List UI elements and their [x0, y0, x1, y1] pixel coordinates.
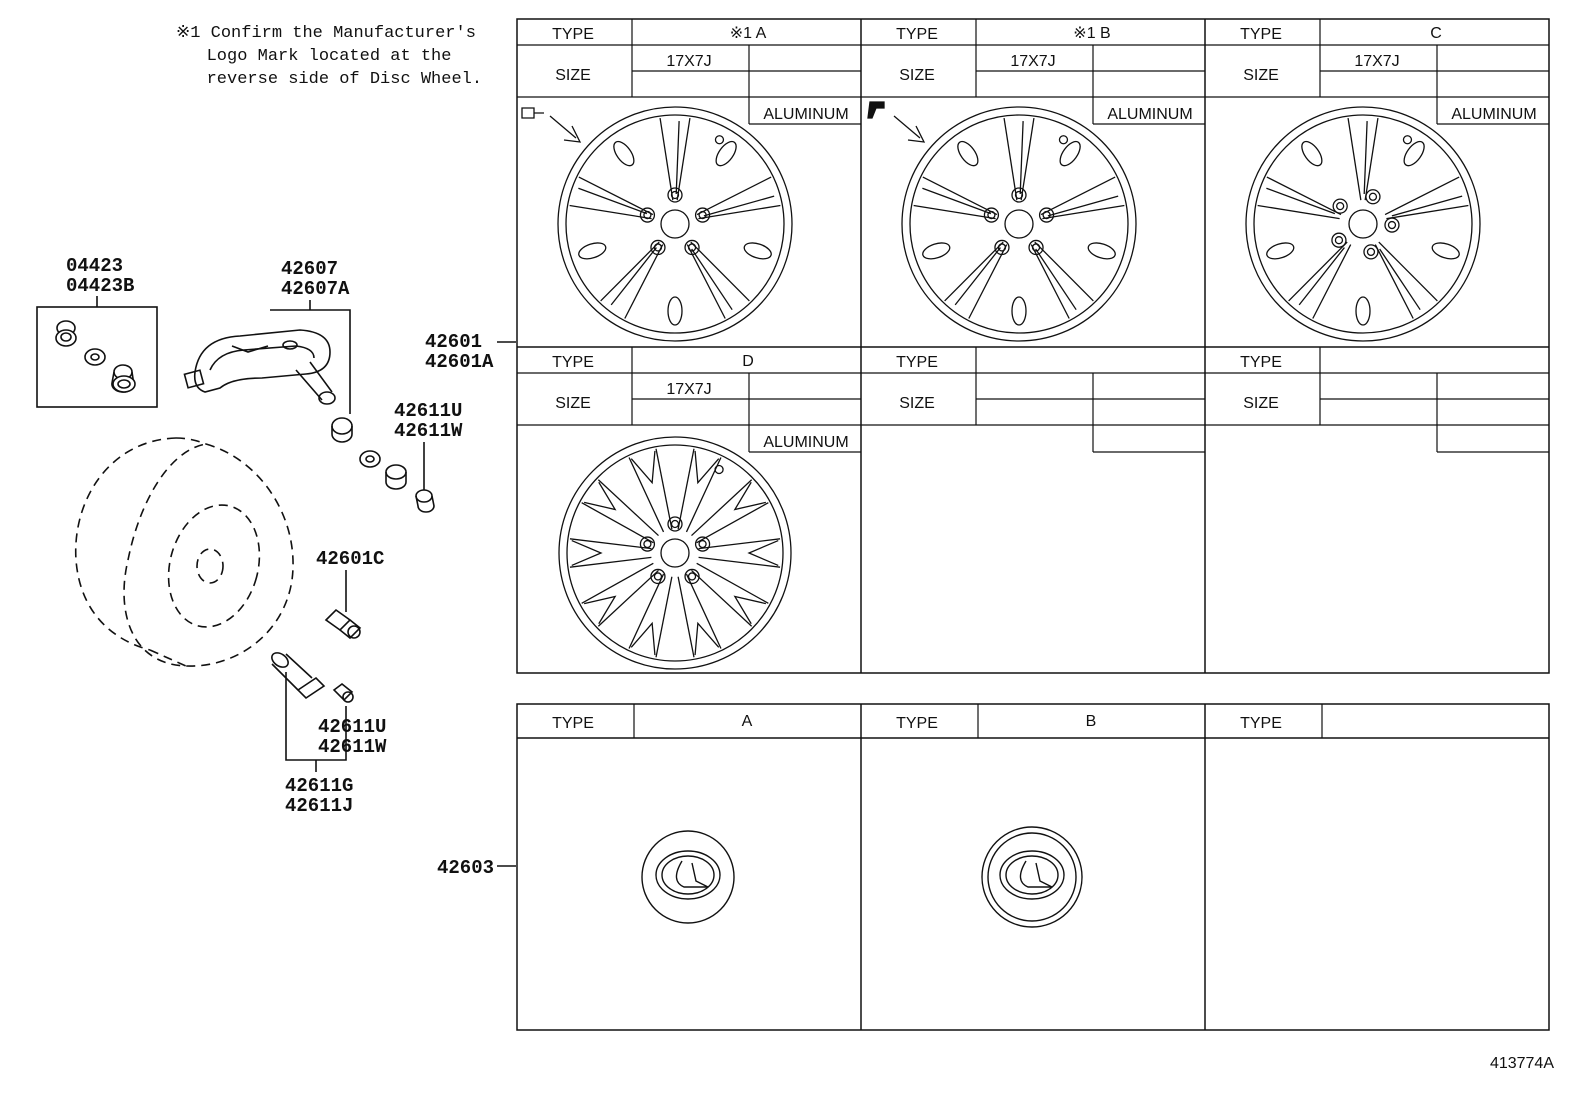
valve-stem-icon — [271, 652, 326, 700]
note-line-1: ※1 Confirm the Manufacturer's — [176, 24, 476, 43]
wheel-cell-6: TYPE SIZE — [1205, 347, 1549, 453]
disc-wheel-dashed — [74, 437, 294, 667]
wheel-type-label: TYPE — [896, 354, 938, 371]
part-label-04423[interactable]: 04423 — [66, 255, 124, 277]
wheel-size-value: 17X7J — [666, 53, 711, 70]
wheel-size-label: SIZE — [1243, 67, 1279, 84]
wheel-size-label: SIZE — [1243, 395, 1279, 412]
wheel-size-label: SIZE — [899, 67, 935, 84]
note-line-3: reverse side of Disc Wheel. — [206, 70, 483, 89]
ornament-type-value: B — [1086, 713, 1097, 730]
valve-washer-icon — [84, 348, 106, 366]
ornament-type-label: TYPE — [552, 715, 594, 732]
wheel-material-value: ALUMINUM — [763, 106, 848, 123]
wheel-size-label: SIZE — [899, 395, 935, 412]
diagram-reference-code: 413774A — [1489, 1055, 1554, 1072]
part-label-42601a[interactable]: 42601A — [425, 351, 494, 373]
wheel-size-label: SIZE — [555, 67, 591, 84]
ornament-type-value: A — [742, 713, 753, 730]
ornament-cell-2: TYPE B — [896, 704, 1097, 928]
disc-wheel-table: TYPE SIZE ※1 A 17X7J ALUMINUM TYPE SIZE ※1 B 17X… — [516, 18, 1550, 674]
ornament-type-label: TYPE — [1240, 715, 1282, 732]
wheel-type-label: TYPE — [1240, 354, 1282, 371]
part-label-42601c[interactable]: 42601C — [316, 548, 385, 570]
tpms-cap-icon — [385, 464, 407, 490]
valve-stem-cap-icon — [332, 682, 354, 703]
wheel-cell-5: TYPE SIZE — [861, 347, 1205, 453]
hub-ornament-icon[interactable] — [641, 830, 735, 924]
wheel-material-value: ALUMINUM — [1107, 106, 1192, 123]
leader-42607 — [270, 309, 351, 414]
leader-42611g — [285, 672, 347, 761]
wheel-size-value: 17X7J — [1010, 53, 1055, 70]
valve-kit-box — [36, 306, 158, 408]
ornament-type-label: TYPE — [896, 715, 938, 732]
wheel-size-value: 17X7J — [1354, 53, 1399, 70]
wheel-type-value: ※1 A — [730, 25, 767, 42]
wheel-type-value: ※1 B — [1073, 25, 1110, 42]
part-label-42611j[interactable]: 42611J — [285, 795, 354, 817]
wheel-type-label: TYPE — [552, 354, 594, 371]
part-label-42611g[interactable]: 42611G — [285, 775, 354, 797]
tpms-nut-icon — [331, 417, 353, 443]
wheel-cell-2: TYPE SIZE ※1 B 17X7J ALUMINUM — [861, 19, 1205, 342]
valve-cap-small-icon — [415, 489, 435, 513]
part-label-42611w-top[interactable]: 42611W — [394, 420, 463, 442]
wheel-material-value: ALUMINUM — [763, 434, 848, 451]
part-label-42603[interactable]: 42603 — [437, 857, 495, 879]
tpms-washer-icon — [359, 450, 381, 468]
ornament-cell-1: TYPE A — [552, 704, 753, 924]
disc-wheel-icon[interactable] — [1245, 106, 1481, 342]
tpms-sensor-icon — [183, 329, 336, 405]
part-label-04423b[interactable]: 04423B — [66, 275, 135, 297]
wheel-cell-3: TYPE SIZE C 17X7J ALUMINUM — [1205, 19, 1549, 342]
exploded-view-drawing — [36, 296, 516, 867]
part-label-42607a[interactable]: 42607A — [281, 278, 350, 300]
manufacturer-note: ※1 Confirm the Manufacturer's Logo Mark … — [176, 22, 482, 91]
hub-ornament-icon[interactable] — [981, 826, 1083, 928]
wheel-type-value: D — [742, 353, 754, 370]
part-label-42611w-bottom[interactable]: 42611W — [318, 736, 387, 758]
wheel-size-value: 17X7J — [666, 381, 711, 398]
wheel-cell-1: TYPE SIZE ※1 A 17X7J ALUMINUM — [517, 19, 861, 342]
valve-core-icon — [111, 364, 136, 393]
note-line-2: Logo Mark located at the — [206, 47, 452, 66]
wheel-material-value: ALUMINUM — [1451, 106, 1536, 123]
part-label-42601[interactable]: 42601 — [425, 331, 483, 353]
disc-wheel-icon[interactable] — [557, 106, 793, 342]
wheel-type-label: TYPE — [552, 26, 594, 43]
wheel-cell-4: TYPE SIZE D 17X7J ALUMINUM — [517, 347, 861, 670]
valve-cap-icon — [55, 320, 77, 347]
wheel-type-label: TYPE — [896, 26, 938, 43]
disc-wheel-icon[interactable] — [558, 436, 792, 670]
wheel-size-label: SIZE — [555, 395, 591, 412]
part-label-42611u-top[interactable]: 42611U — [394, 400, 463, 422]
part-label-42611u-bottom[interactable]: 42611U — [318, 716, 387, 738]
lug-nut-icon — [324, 608, 362, 640]
hub-ornament-table: TYPE A TYPE B TYPE — [516, 703, 1550, 1031]
disc-wheel-icon[interactable] — [901, 106, 1137, 342]
wheel-type-value: C — [1430, 25, 1442, 42]
part-label-42607[interactable]: 42607 — [281, 258, 339, 280]
ornament-cell-3: TYPE — [1240, 704, 1323, 738]
wheel-type-label: TYPE — [1240, 26, 1282, 43]
logo-mark-arrows — [521, 101, 926, 143]
